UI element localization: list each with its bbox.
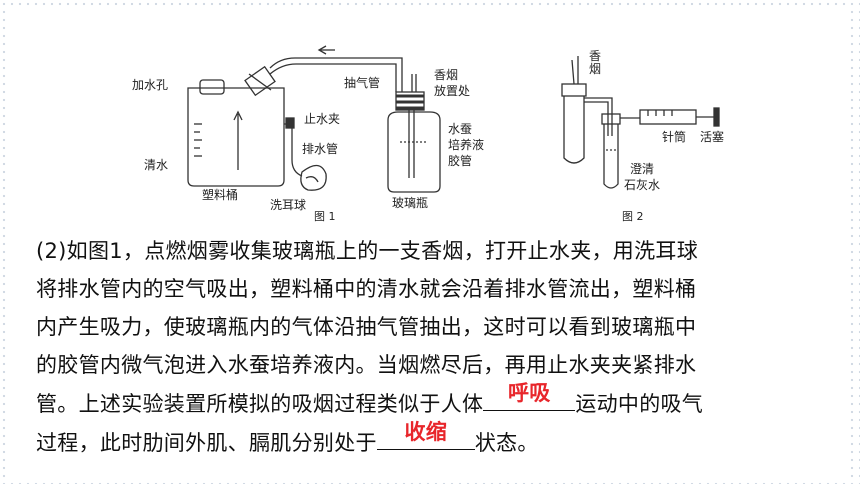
answer-1: 呼吸 [508,381,551,405]
label-cigarette: 香烟 [588,49,601,76]
answer-blank-2: 收缩 [376,420,475,450]
question-line-4: 的胶管内微气泡进入水蚕培养液内。当烟燃尽后，再用止水夹夹紧排水 [36,353,697,377]
question-line-2: 将排水管内的空气吸出，塑料桶中的清水就会沿着排水管流出，塑料桶 [36,277,697,301]
label-limewater-2: 石灰水 [624,178,661,192]
plastic-bucket-shape [187,87,285,187]
question-text: (2)如图1，点燃烟雾收集玻璃瓶上的一支香烟，打开止水夹，用洗耳球 将排水管内的… [36,232,826,462]
figure1-caption: 图 1 [314,210,336,223]
question-line-3: 内产生吸力，使玻璃瓶内的气体沿抽气管抽出，这时可以看到玻璃瓶中 [36,315,697,339]
label-add-water-hole: 加水孔 [132,78,169,92]
label-silkworm-2: 培养液 [448,138,485,152]
answer-blank-1: 呼吸 [483,381,576,411]
label-plastic-bucket: 塑料桶 [202,188,239,202]
label-glass-bottle: 玻璃瓶 [392,196,429,210]
label-rubber-tube: 胶管 [448,154,473,168]
label-water-clamp: 止水夹 [304,112,341,126]
add-water-hole-shape [199,79,225,95]
question-line-6: 过程，此时肋间外肌、膈肌分别处于收缩状态。 [36,420,826,462]
label-silkworm-1: 水蚕 [448,122,473,136]
label-cigarette-place-2: 放置处 [434,84,471,98]
figure2-caption: 图 2 [622,210,644,223]
label-limewater-1: 澄清 [630,162,655,176]
question-line-1: (2)如图1，点燃烟雾收集玻璃瓶上的一支香烟，打开止水夹，用洗耳球 [36,239,699,263]
label-ear-bulb: 洗耳球 [270,198,307,212]
experiment-figures: 加水孔 止水夹 清水 排水管 塑料桶 洗耳球 抽气管 香烟 放置处 水蚕 培养液… [130,40,730,230]
label-drain-pipe: 排水管 [302,142,339,156]
answer-2: 收缩 [404,420,448,444]
label-syringe: 针筒 [662,130,687,144]
label-piston: 活塞 [700,130,725,144]
label-suction-pipe: 抽气管 [344,76,381,90]
label-clear-water: 清水 [144,158,169,172]
label-cigarette-place-1: 香烟 [434,68,459,82]
apparatus-drawing [187,45,720,193]
cigarette-shape [571,56,579,85]
question-line-5: 管。上述实验装置所模拟的吸烟过程类似于人体呼吸运动中的吸气 [36,381,826,423]
